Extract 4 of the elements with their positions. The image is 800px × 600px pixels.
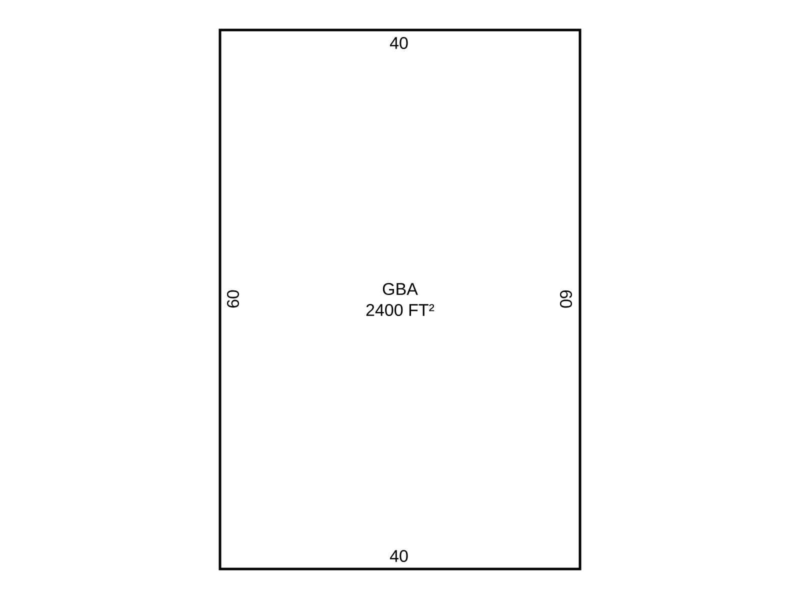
dimension-label: 60 (560, 290, 572, 308)
dimension-label: 40 (390, 550, 408, 562)
dimension-label: 60 (226, 290, 240, 308)
dimension-label: 40 (390, 36, 408, 50)
